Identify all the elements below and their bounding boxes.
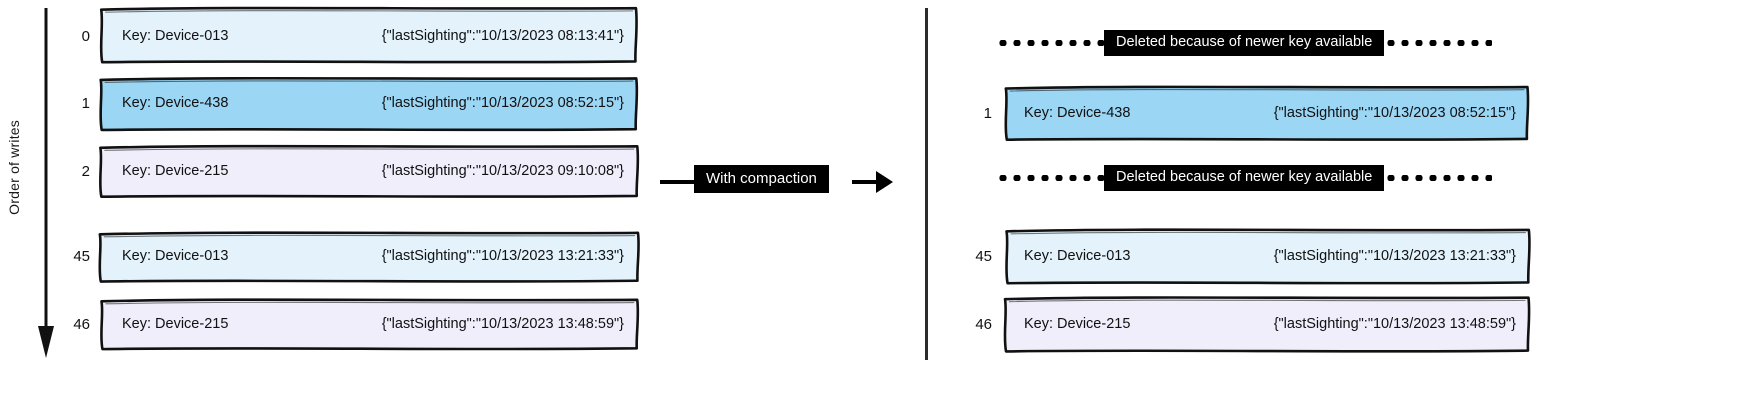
record-index: 2 — [81, 162, 90, 180]
log-record-row[interactable]: 0 Key: Device-013 {"lastSighting":"10/13/… — [66, 6, 640, 64]
record-box[interactable]: Key: Device-215 {"lastSighting":"10/13/20… — [1002, 296, 1532, 353]
record-content: Key: Device-013 {"lastSighting":"10/13/20… — [1002, 228, 1532, 284]
deleted-record-note: Deleted because of newer key available — [996, 165, 1493, 191]
record-index: 46 — [73, 315, 90, 333]
record-content: Key: Device-013 {"lastSighting":"10/13/20… — [100, 228, 640, 284]
order-of-writes-label: Order of writes — [6, 120, 22, 215]
log-record-row[interactable]: 2 Key: Device-215 {"lastSighting":"10/13/… — [66, 143, 640, 199]
right-panel: Deleted because of newer key available 1 … — [930, 0, 1755, 411]
record-box[interactable]: Key: Device-215 {"lastSighting":"10/13/20… — [100, 296, 640, 352]
log-record-row[interactable]: 1 Key: Device-438 {"lastSighting":"10/13/… — [968, 85, 1532, 142]
with-compaction-label: With compaction — [694, 165, 829, 193]
with-compaction-arrow: With compaction — [660, 160, 900, 206]
record-box[interactable]: Key: Device-215 {"lastSighting":"10/13/20… — [98, 143, 640, 199]
record-content: Key: Device-215 {"lastSighting":"10/13/20… — [100, 143, 640, 199]
dotted-line-right — [1384, 175, 1493, 181]
panel-divider — [925, 8, 928, 360]
log-record-row[interactable]: 45 Key: Device-013 {"lastSighting":"10/13… — [66, 228, 640, 284]
record-index: 1 — [983, 104, 992, 122]
arrow-line-left — [660, 180, 698, 184]
record-value: {"lastSighting":"10/13/2023 13:48:59"} — [1273, 316, 1516, 332]
record-index: 45 — [73, 247, 90, 265]
record-content: Key: Device-013 {"lastSighting":"10/13/20… — [100, 8, 640, 64]
record-key: Key: Device-438 — [122, 95, 229, 111]
record-key: Key: Device-438 — [1024, 105, 1131, 121]
record-key: Key: Device-215 — [122, 316, 229, 332]
record-box[interactable]: Key: Device-013 {"lastSighting":"10/13/20… — [1002, 228, 1532, 285]
record-value: {"lastSighting":"10/13/2023 09:10:08"} — [381, 163, 624, 179]
record-index: 46 — [975, 315, 992, 333]
record-key: Key: Device-215 — [1024, 316, 1131, 332]
record-content: Key: Device-215 {"lastSighting":"10/13/20… — [100, 296, 640, 352]
log-record-row[interactable]: 1 Key: Device-438 {"lastSighting":"10/13/… — [66, 75, 640, 132]
log-record-row[interactable]: 46 Key: Device-215 {"lastSighting":"10/13… — [66, 296, 640, 352]
record-box[interactable]: Key: Device-438 {"lastSighting":"10/13/20… — [99, 75, 640, 132]
record-key: Key: Device-013 — [1024, 248, 1131, 264]
deleted-label: Deleted because of newer key available — [1104, 165, 1385, 191]
record-key: Key: Device-013 — [122, 28, 229, 44]
record-content: Key: Device-215 {"lastSighting":"10/13/20… — [1002, 296, 1532, 352]
record-content: Key: Device-438 {"lastSighting":"10/13/20… — [100, 75, 640, 131]
record-box[interactable]: Key: Device-013 {"lastSighting":"10/13/20… — [98, 228, 640, 284]
record-box[interactable]: Key: Device-013 {"lastSighting":"10/13/20… — [99, 6, 640, 64]
order-of-writes-arrow-icon — [38, 8, 54, 358]
deleted-record-note: Deleted because of newer key available — [996, 30, 1493, 56]
record-content: Key: Device-438 {"lastSighting":"10/13/20… — [1002, 85, 1532, 141]
record-index: 45 — [975, 247, 992, 265]
dotted-line-left — [996, 175, 1104, 181]
dotted-line-right — [1384, 40, 1493, 46]
dotted-line-left — [996, 40, 1104, 46]
record-value: {"lastSighting":"10/13/2023 13:48:59"} — [381, 316, 624, 332]
record-index: 1 — [81, 94, 90, 112]
record-box[interactable]: Key: Device-438 {"lastSighting":"10/13/20… — [1002, 85, 1532, 142]
record-value: {"lastSighting":"10/13/2023 08:52:15"} — [1273, 105, 1516, 121]
record-value: {"lastSighting":"10/13/2023 13:21:33"} — [1273, 248, 1516, 264]
log-record-row[interactable]: 46 Key: Device-215 {"lastSighting":"10/13… — [968, 296, 1532, 353]
record-value: {"lastSighting":"10/13/2023 13:21:33"} — [381, 248, 624, 264]
record-key: Key: Device-215 — [122, 163, 229, 179]
record-index: 0 — [81, 27, 90, 45]
arrow-line-right — [852, 180, 878, 184]
arrow-head-icon — [876, 171, 893, 193]
deleted-label: Deleted because of newer key available — [1104, 30, 1385, 56]
record-value: {"lastSighting":"10/13/2023 08:52:15"} — [381, 95, 624, 111]
left-panel: Order of writes 0 Key: Device-013 {"lastS… — [6, 6, 640, 358]
log-record-row[interactable]: 45 Key: Device-013 {"lastSighting":"10/13… — [968, 228, 1532, 285]
record-key: Key: Device-013 — [122, 248, 229, 264]
record-value: {"lastSighting":"10/13/2023 08:13:41"} — [381, 28, 624, 44]
